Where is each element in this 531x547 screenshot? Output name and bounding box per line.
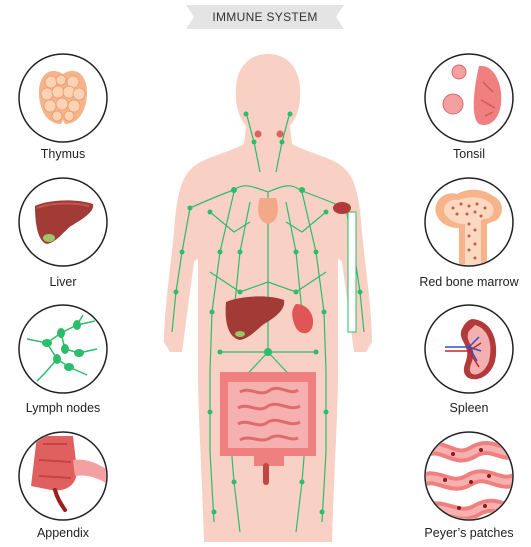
tonsils: [255, 131, 262, 138]
label-liver: Liver: [0, 275, 133, 289]
tonsil-icon: [423, 52, 515, 144]
liver-icon: [17, 176, 109, 268]
spleen-icon: [423, 303, 515, 395]
label-tonsil: Tonsil: [399, 147, 531, 161]
peyers-patches-icon: [423, 430, 515, 522]
lymph-nodes-icon: [17, 303, 109, 395]
appendix-icon: [17, 430, 109, 522]
label-peyers-patches: Peyer’s patches: [399, 526, 531, 540]
label-red-bone-marrow: Red bone marrow: [399, 275, 531, 289]
body-figure: [150, 52, 386, 547]
label-spleen: Spleen: [399, 401, 531, 415]
diagram-title: IMMUNE SYSTEM: [186, 5, 344, 29]
red-bone-marrow-icon: [423, 176, 515, 268]
thymus-icon: [17, 52, 109, 144]
title-banner: IMMUNE SYSTEM: [186, 5, 344, 29]
label-lymph-nodes: Lymph nodes: [0, 401, 133, 415]
label-appendix: Appendix: [0, 526, 133, 540]
label-thymus: Thymus: [0, 147, 133, 161]
